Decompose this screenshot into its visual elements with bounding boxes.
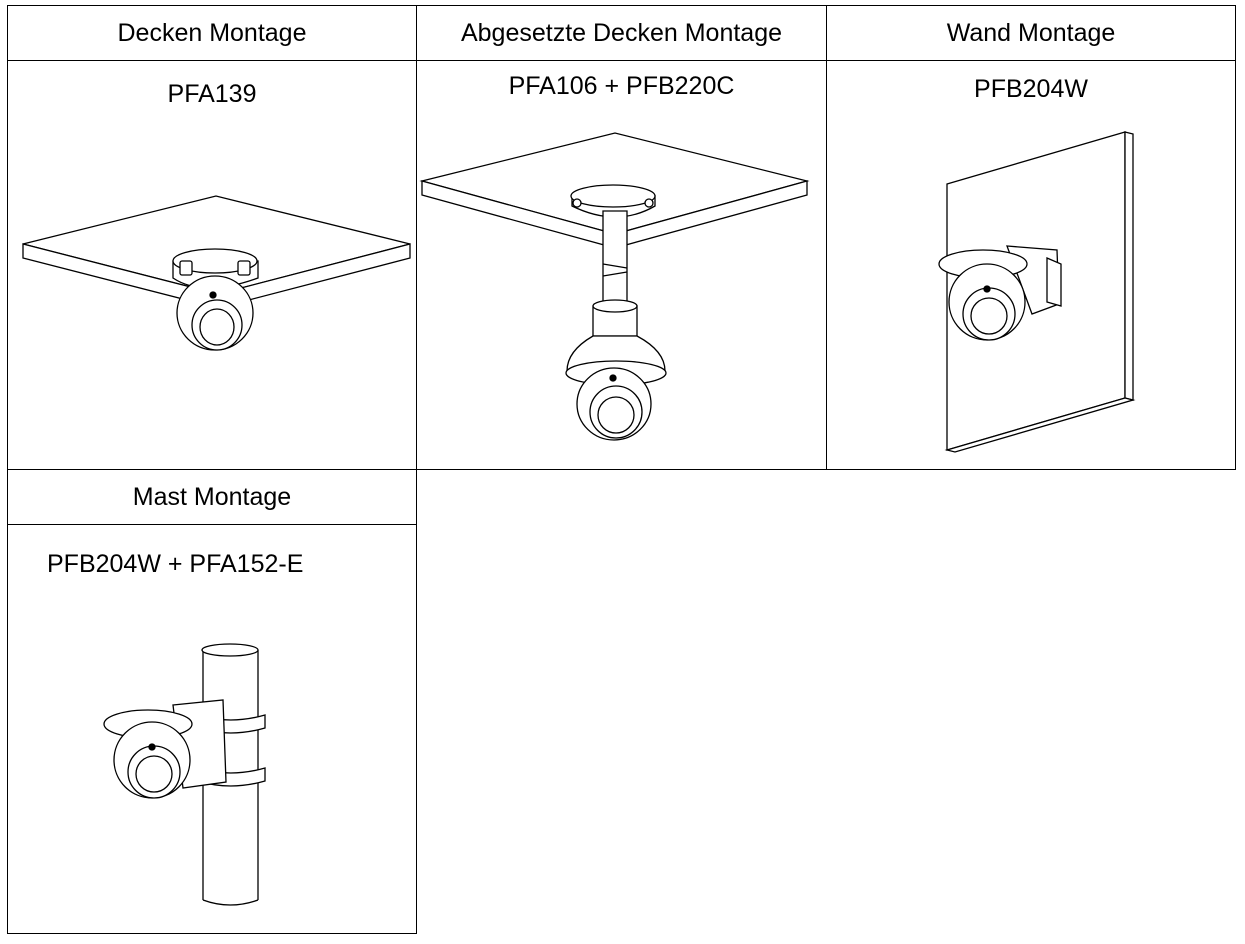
pole-mount-illustration xyxy=(8,470,416,933)
header-wall-mount: Wand Montage xyxy=(827,6,1235,61)
offset-ceiling-mount-illustration xyxy=(417,6,826,469)
cell-offset-ceiling-mount: Abgesetzte Decken Montage PFA106 + PFB22… xyxy=(416,5,827,470)
header-offset-ceiling-mount: Abgesetzte Decken Montage xyxy=(417,6,826,61)
model-wall-mount: PFB204W xyxy=(974,75,1088,103)
header-ceiling-mount: Decken Montage xyxy=(8,6,416,61)
cell-ceiling-mount: Decken Montage PFA139 xyxy=(7,5,417,470)
ceiling-mount-illustration xyxy=(8,6,416,469)
model-offset-ceiling-mount: PFA106 + PFB220C xyxy=(508,72,735,100)
model-pole-mount: PFB204W + PFA152-E xyxy=(47,550,304,578)
wall-mount-illustration xyxy=(827,6,1235,469)
header-pole-mount: Mast Montage xyxy=(8,470,416,525)
cell-pole-mount: Mast Montage PFB204W + PFA152-E xyxy=(7,469,417,934)
cell-wall-mount: Wand Montage PFB204W xyxy=(826,5,1236,470)
model-ceiling-mount: PFA139 xyxy=(167,80,257,108)
